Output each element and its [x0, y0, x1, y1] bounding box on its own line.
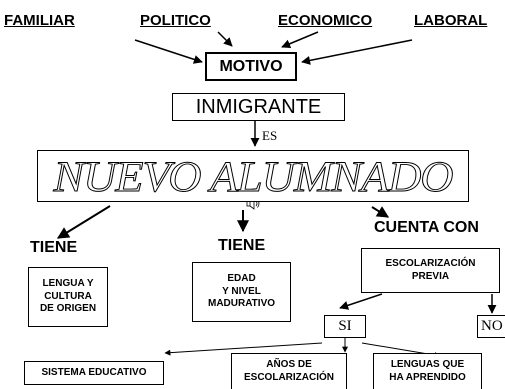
anos-line-2: ESCOLARIZACIÓN [244, 371, 334, 383]
arrow-si-sistema [164, 342, 323, 356]
factor-politico: POLITICO [140, 12, 211, 29]
factor-economico: ECONOMICO [278, 12, 373, 29]
factor-familiar: FAMILIAR [4, 12, 75, 29]
arrow-to-tiene-left [56, 205, 111, 239]
arrow-to-cuenta-con [371, 206, 390, 218]
es-label: ES [262, 128, 278, 143]
box-sistema-educativo: SISTEMA EDUCATIVO [24, 361, 164, 385]
sistema-label: SISTEMA EDUCATIVO [41, 366, 147, 378]
motivo-label: MOTIVO [219, 57, 283, 75]
box-edad-nivel: EDAD Y NIVEL MADURATIVO [192, 262, 291, 322]
box-lengua-line-2: CULTURA [44, 290, 92, 302]
box-escolarizacion-line-1: ESCOLARIZACIÓN [385, 258, 476, 269]
no-label: NO [481, 318, 503, 334]
no-box: NO [477, 315, 505, 338]
heading-tiene-left: TIENE [30, 239, 78, 256]
heading-cuenta-con: CUENTA CON [374, 219, 479, 236]
box-escolarizacion-line-2: PREVIA [411, 270, 450, 282]
nuevo-alumnado-banner: NUEVO ALUMNADO [37, 150, 469, 202]
lenguas-line-1: LENGUAS QUE [390, 359, 465, 370]
box-lengua-line-3: DE ORIGEN [39, 303, 97, 315]
arrow-familiar-motivo [134, 39, 203, 64]
arrow-politico-motivo [217, 31, 233, 47]
si-label: SI [338, 318, 352, 334]
box-edad-line-3: MADURATIVO [207, 298, 276, 310]
box-escolarizacion-previa: ESCOLARIZACIÓN PREVIA [361, 248, 500, 293]
lenguas-line-2: HA APRENDIDO [389, 371, 466, 383]
motivo-box: MOTIVO [205, 52, 297, 81]
inmigrante-label: INMIGRANTE [195, 95, 322, 118]
box-lenguas-aprendido: LENGUAS QUE HA APRENDIDO [373, 353, 482, 389]
heading-tiene-middle: TIENE [218, 237, 266, 254]
factor-laboral: LABORAL [414, 12, 488, 29]
arrow-economico-motivo [281, 31, 319, 49]
box-edad-line-1: EDAD [227, 273, 256, 285]
box-lengua-line-1: LENGUA Y [42, 278, 94, 290]
inmigrante-box: INMIGRANTE [172, 93, 345, 121]
box-anos-escolarizacion: AÑOS DE ESCOLARIZACIÓN [231, 353, 347, 389]
box-lengua-cultura: LENGUA Y CULTURA DE ORIGEN [28, 267, 108, 327]
si-box: SI [324, 315, 366, 338]
box-edad-line-2: Y NIVEL [222, 285, 261, 297]
nuevo-alumnado-title: NUEVO ALUMNADO [53, 151, 454, 201]
anos-line-1: AÑOS DE [266, 359, 312, 370]
arrow-laboral-motivo [301, 39, 413, 65]
arrow-escolarizacion-si [339, 293, 383, 310]
